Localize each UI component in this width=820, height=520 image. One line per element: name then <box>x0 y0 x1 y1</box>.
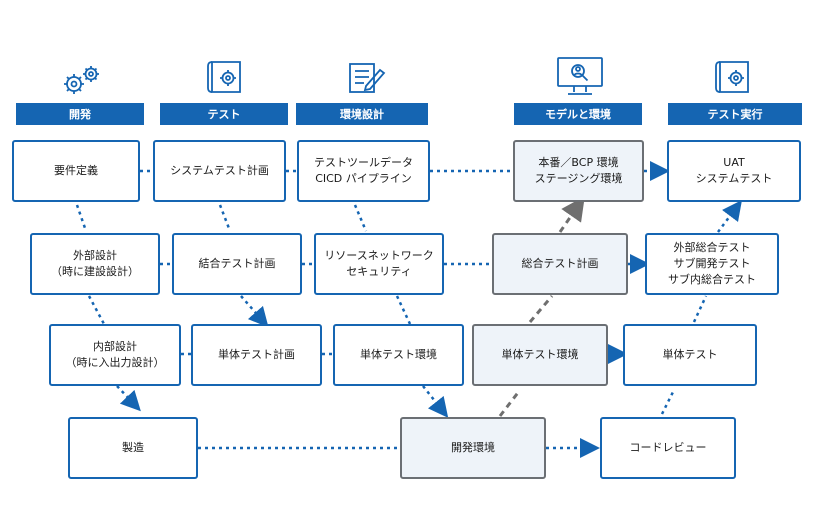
unit-test-env-model-box: 単体テスト環境 <box>472 324 608 386</box>
gears-icon <box>64 66 99 94</box>
integration-test-plan-box: 結合テスト計画 <box>172 233 302 295</box>
column-header-environment-design: 環境設計 <box>296 103 428 125</box>
column-header-development: 開発 <box>16 103 144 125</box>
comprehensive-test-plan-box: 総合テスト計画 <box>492 233 628 295</box>
uat-system-test-box: UAT システムテスト <box>667 140 801 202</box>
production-staging-env-box: 本番／BCP 環境 ステージング環境 <box>513 140 644 202</box>
unit-test-env-box: 単体テスト環境 <box>333 324 464 386</box>
unit-test-plan-box: 単体テスト計画 <box>191 324 322 386</box>
development-env-box: 開発環境 <box>400 417 546 479</box>
unit-test-box: 単体テスト <box>623 324 757 386</box>
external-design-box: 外部設計 （時に建設設計） <box>30 233 160 295</box>
settings-document-icon <box>715 61 749 93</box>
resource-network-security-box: リソースネットワーク セキュリティ <box>314 233 444 295</box>
test-tool-data-box: テストツールデータ CICD パイプライン <box>297 140 430 202</box>
internal-design-box: 内部設計 （時に入出力設計） <box>49 324 181 386</box>
external-comprehensive-test-box: 外部総合テスト サブ開発テスト サブ内総合テスト <box>645 233 779 295</box>
code-review-box: コードレビュー <box>600 417 736 479</box>
column-header-test-execution: テスト実行 <box>668 103 802 125</box>
requirements-definition-box: 要件定義 <box>12 140 140 202</box>
column-header-model-environment: モデルと環境 <box>514 103 642 125</box>
column-header-test: テスト <box>160 103 288 125</box>
edit-document-icon <box>349 63 386 93</box>
search-monitor-icon <box>557 57 603 95</box>
settings-document-icon <box>207 61 241 93</box>
system-test-plan-box: システムテスト計画 <box>153 140 286 202</box>
manufacturing-box: 製造 <box>68 417 198 479</box>
